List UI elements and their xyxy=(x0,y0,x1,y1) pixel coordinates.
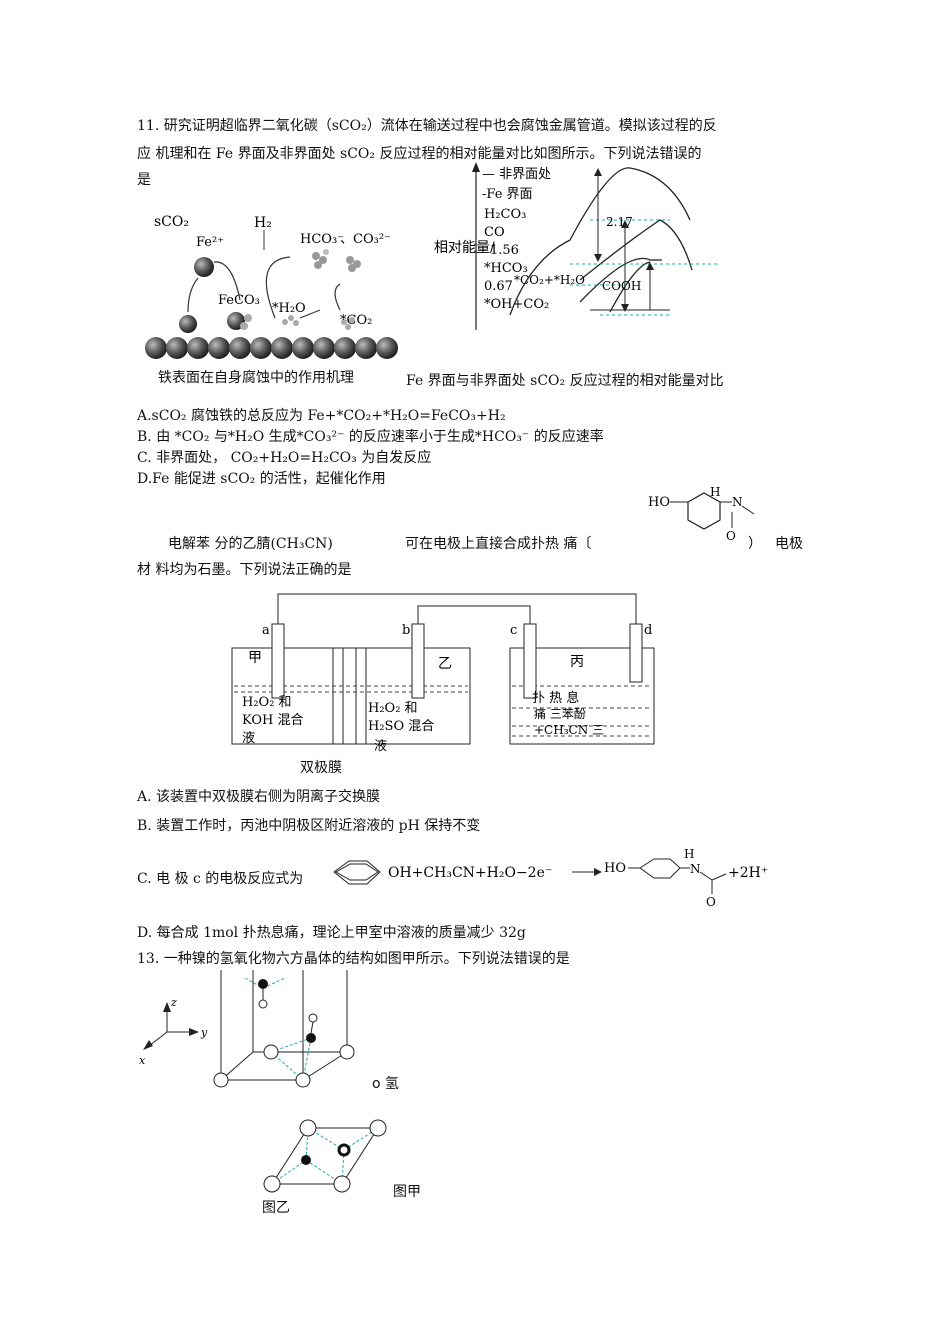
svg-text:*HCO₃: *HCO₃ xyxy=(484,261,528,276)
relative-energy-figure: — 非界面处 -Fe 界面 相对能量/ H₂CO₃ CO 1.56 *HCO₃ … xyxy=(434,162,720,330)
svg-text:HO: HO xyxy=(648,495,670,510)
svg-text:KOH 混合: KOH 混合 xyxy=(242,713,304,728)
svg-text:H: H xyxy=(684,847,694,861)
sco2-label: sCO₂ xyxy=(154,214,189,230)
crystal-figure-yi xyxy=(263,1119,387,1193)
svg-text:N: N xyxy=(690,862,701,876)
svg-text:痛 三苯酚: 痛 三苯酚 xyxy=(534,706,586,721)
q11-stem-line3: 是 xyxy=(137,172,151,188)
electrolysis-apparatus: a b c d 甲 乙 丙 H₂O₂ 和 KOH 混合 液 H₂O₂ 和 H₂S… xyxy=(231,593,655,754)
svg-text:+2H⁺: +2H⁺ xyxy=(728,865,768,881)
svg-text:Fe²⁺: Fe²⁺ xyxy=(196,235,224,250)
svg-text:O: O xyxy=(726,529,736,543)
svg-text:y: y xyxy=(200,1026,208,1039)
q12-stem-part2: 可在电极上直接合成扑热 痛〔 xyxy=(405,536,592,552)
svg-text:H₂SO 混合: H₂SO 混合 xyxy=(368,719,434,734)
fig1-caption: 铁表面在自身腐蚀中的作用机理 xyxy=(158,370,354,386)
q13-stem: 13. 一种镍的氢氧化物六方晶体的结构如图甲所示。下列说法错误的是 xyxy=(137,951,570,967)
svg-text:*CO₂+*H₂O: *CO₂+*H₂O xyxy=(514,273,585,287)
svg-text:CO: CO xyxy=(484,225,505,240)
svg-text:H₂CO₃: H₂CO₃ xyxy=(484,207,526,222)
svg-text:x: x xyxy=(139,1054,146,1067)
svg-text:H₂O₂ 和: H₂O₂ 和 xyxy=(242,695,292,710)
fe2-ion-ball xyxy=(194,257,214,277)
svg-text:N: N xyxy=(732,495,743,509)
paracetamol-structure: HO H N O xyxy=(648,485,755,543)
legend-fe-interface: -Fe 界面 xyxy=(482,187,533,202)
svg-text:2.17: 2.17 xyxy=(606,215,633,229)
q11-stem-line2: 应 机理和在 Fe 界面及非界面处 sCO₂ 反应过程的相对能量对比如图所示。下… xyxy=(137,146,702,162)
svg-text:z: z xyxy=(170,996,177,1009)
svg-text:乙: 乙 xyxy=(438,656,452,672)
q12-stem-line2: 材 料均为石墨。下列说法正确的是 xyxy=(137,562,352,578)
q12-option-b[interactable]: B. 装置工作时，丙池中阴极区附近溶液的 pH 保持不变 xyxy=(137,818,481,834)
legend-non-interface: — 非界面处 xyxy=(482,167,551,182)
svg-text:d: d xyxy=(644,623,652,638)
svg-text:丙: 丙 xyxy=(570,654,584,670)
q12-stem-part1: 电解苯 分的乙腈(CH₃CN) xyxy=(168,536,333,552)
svg-text:扑 热 息: 扑 热 息 xyxy=(532,690,579,706)
svg-text:*CO₂: *CO₂ xyxy=(340,313,372,328)
bipolar-membrane-label: 双极膜 xyxy=(300,760,342,776)
svg-text:HCO₃⁻: HCO₃⁻ xyxy=(300,232,344,247)
svg-text:液: 液 xyxy=(374,739,387,754)
svg-text:*H₂O: *H₂O xyxy=(272,301,306,316)
iron-surface-atoms xyxy=(145,337,398,359)
q12-option-c[interactable]: C. 电 极 c 的电极反应式为 xyxy=(137,871,304,887)
svg-text:c: c xyxy=(510,623,517,638)
svg-text:OH+CH₃CN+H₂O−2e⁻: OH+CH₃CN+H₂O−2e⁻ xyxy=(388,865,552,881)
q12-stem-part4: 电极 xyxy=(775,536,803,552)
svg-text:FeCO₃: FeCO₃ xyxy=(218,293,260,308)
q11-option-d[interactable]: D.Fe 能促进 sCO₂ 的活性，起催化作用 xyxy=(137,471,386,487)
svg-text:b: b xyxy=(402,623,410,638)
q11-option-c[interactable]: C. 非界面处， CO₂+H₂O=H₂CO₃ 为自发反应 xyxy=(137,450,432,466)
svg-text:a: a xyxy=(262,623,270,638)
svg-text:HO: HO xyxy=(604,861,626,876)
svg-text:液: 液 xyxy=(242,731,255,746)
svg-text:O: O xyxy=(706,895,716,909)
q12-option-c-equation: OH+CH₃CN+H₂O−2e⁻ HO H N O +2H⁺ xyxy=(333,847,768,909)
svg-text:+CH₃CN 三: +CH₃CN 三 xyxy=(534,723,604,737)
figure-yi-label: 图乙 xyxy=(262,1200,290,1216)
svg-text:H: H xyxy=(710,485,720,499)
q11-stem-line1: 11. 研究证明超临界二氧化碳（sCO₂）流体在输送过程中也会腐蚀金属管道。模拟… xyxy=(137,118,717,134)
q11-option-a[interactable]: A.sCO₂ 腐蚀铁的总反应为 Fe+*CO₂+*H₂O=FeCO₃+H₂ xyxy=(137,408,506,424)
figure-jia-label: 图甲 xyxy=(393,1184,421,1200)
q11-option-b[interactable]: B. 由 *CO₂ 与*H₂O 生成*CO₃²⁻ 的反应速率小于生成*HCO₃⁻… xyxy=(137,429,604,445)
hexagonal-crystal-figure-jia: z y x xyxy=(139,970,355,1088)
svg-text:、CO₃²⁻: 、CO₃²⁻ xyxy=(340,232,391,247)
svg-text:COOH: COOH xyxy=(602,279,641,293)
q12-option-a[interactable]: A. 该装置中双极膜右侧为阴离子交换膜 xyxy=(137,789,381,805)
svg-text:H₂O₂ 和: H₂O₂ 和 xyxy=(368,701,418,716)
fig2-caption: Fe 界面与非界面处 sCO₂ 反应过程的相对能量对比 xyxy=(406,373,724,389)
hydrogen-legend: o 氢 xyxy=(372,1076,400,1092)
q12-stem-part3: ） xyxy=(748,536,762,552)
svg-text:1.56: 1.56 xyxy=(490,243,519,258)
iron-corrosion-mechanism-figure: sCO₂ Fe²⁺ H₂ HCO₃⁻ 、CO₃²⁻ FeCO₃ *H₂O *CO… xyxy=(145,214,398,359)
svg-text:H₂: H₂ xyxy=(254,215,272,231)
svg-text:甲: 甲 xyxy=(248,650,262,666)
q12-option-d[interactable]: D. 每合成 1mol 扑热息痛，理论上甲室中溶液的质量减少 32g xyxy=(137,925,526,941)
y-axis-label: 相对能量/ xyxy=(434,240,495,256)
svg-text:*OH+CO₂: *OH+CO₂ xyxy=(484,297,549,312)
svg-text:0.67: 0.67 xyxy=(484,279,513,294)
